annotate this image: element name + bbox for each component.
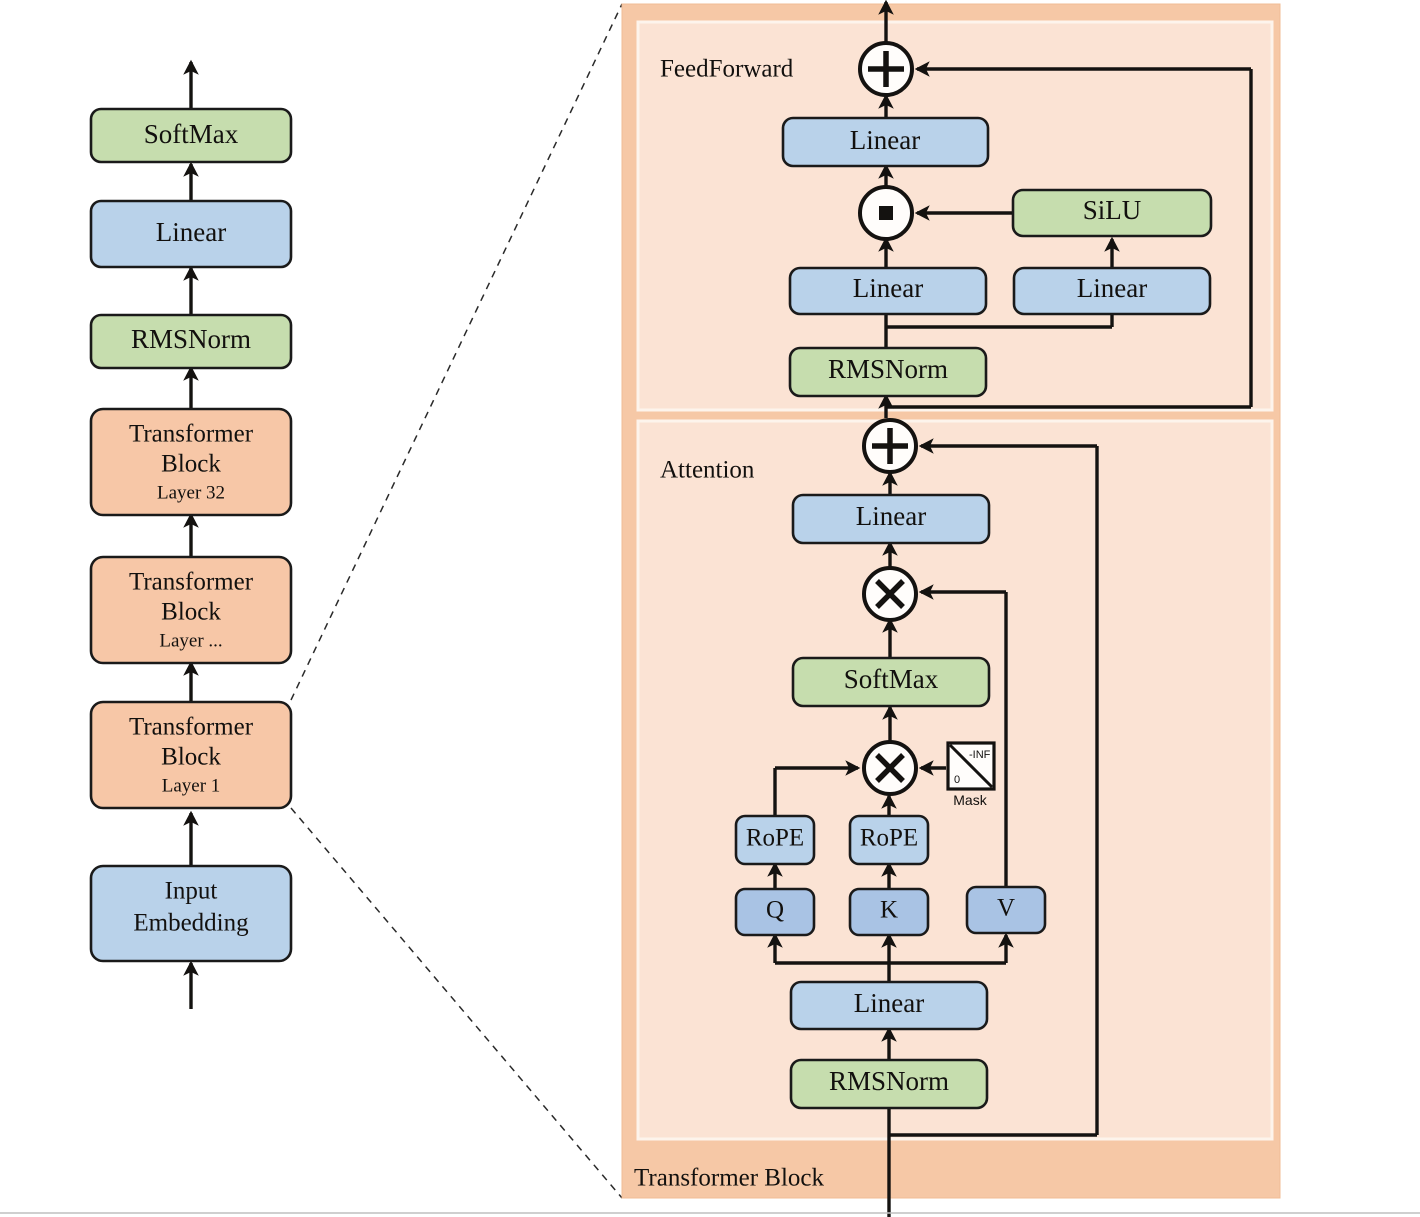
attn-linear-out[interactable]: Linear xyxy=(791,493,991,545)
detail-container-label: Transformer Block xyxy=(634,1165,825,1192)
node-label: RoPE xyxy=(860,825,918,852)
ff-rmsnorm[interactable]: RMSNorm xyxy=(788,346,988,398)
node-label: Linear xyxy=(850,125,920,155)
stack-node-rmsnorm[interactable]: RMSNorm xyxy=(89,313,293,370)
stack-node-label-line1: Transformer xyxy=(129,714,254,741)
attention-wires xyxy=(767,438,1099,1217)
attn-value[interactable]: V xyxy=(965,885,1047,935)
stack-node-label: SoftMax xyxy=(144,119,239,149)
stack-node-label-line1: Transformer xyxy=(129,569,254,596)
node-label: Linear xyxy=(856,501,926,531)
node-label: Linear xyxy=(1077,273,1147,303)
stack-node-transformer-block-dots[interactable]: Transformer Block Layer ... xyxy=(89,555,293,665)
attn-rmsnorm[interactable]: RMSNorm xyxy=(789,1058,989,1110)
stack-node-transformer-block-32[interactable]: Transformer Block Layer 32 xyxy=(89,407,293,517)
attn-key[interactable]: K xyxy=(848,887,930,937)
ff-op-multiply[interactable] xyxy=(858,185,914,241)
causal-mask-icon[interactable]: -INF 0 Mask xyxy=(946,741,996,808)
mask-lower-value: 0 xyxy=(954,774,960,786)
ff-linear-out[interactable]: Linear xyxy=(781,116,990,168)
transformer-block-detail-panel: Transformer Block FeedForward Attention xyxy=(621,0,1281,1217)
stack-node-sublabel: Layer ... xyxy=(159,630,222,651)
stack-node-sublabel: Layer 1 xyxy=(162,775,221,796)
mask-upper-value: -INF xyxy=(969,749,991,761)
ff-linear-gate[interactable]: Linear xyxy=(788,266,988,316)
model-overview-stack: SoftMax Linear RMSNorm Transformer Block… xyxy=(89,59,293,1009)
node-label: Linear xyxy=(854,988,924,1018)
attn-op-add[interactable] xyxy=(862,418,918,474)
stack-node-softmax[interactable]: SoftMax xyxy=(89,107,293,164)
stack-node-label-line2: Block xyxy=(161,451,221,478)
stack-node-label: RMSNorm xyxy=(131,324,251,354)
stack-node-label: Linear xyxy=(156,217,226,247)
node-label: K xyxy=(880,897,898,924)
stack-node-label-line1: Transformer xyxy=(129,421,254,448)
node-label: RMSNorm xyxy=(828,354,948,384)
attn-softmax[interactable]: SoftMax xyxy=(791,656,991,708)
ff-op-add[interactable] xyxy=(858,41,914,97)
node-label: V xyxy=(997,895,1015,922)
mask-caption: Mask xyxy=(953,792,987,808)
node-label: SoftMax xyxy=(844,664,939,694)
attn-rope-q[interactable]: RoPE xyxy=(734,814,816,866)
feedforward-section-label: FeedForward xyxy=(660,56,794,83)
stack-node-sublabel: Layer 32 xyxy=(157,482,225,503)
node-label: Linear xyxy=(853,273,923,303)
node-label: RMSNorm xyxy=(829,1066,949,1096)
attn-op-multiply-qk[interactable] xyxy=(862,740,918,796)
stack-node-label-line1: Input xyxy=(165,878,218,905)
ff-silu[interactable]: SiLU xyxy=(1011,188,1213,238)
node-label: SiLU xyxy=(1083,195,1142,225)
stack-node-linear[interactable]: Linear xyxy=(89,199,293,269)
stack-node-label-line2: Block xyxy=(161,744,221,771)
attn-query[interactable]: Q xyxy=(734,887,816,937)
stack-node-input-embedding[interactable]: Input Embedding xyxy=(89,864,293,963)
attention-section-label: Attention xyxy=(660,457,755,484)
attn-linear-in[interactable]: Linear xyxy=(789,980,989,1031)
stack-node-transformer-block-1[interactable]: Transformer Block Layer 1 xyxy=(89,700,293,810)
attn-op-multiply-value[interactable] xyxy=(862,566,918,622)
ff-linear-up[interactable]: Linear xyxy=(1012,266,1212,316)
attn-rope-k[interactable]: RoPE xyxy=(848,814,930,866)
node-label: Q xyxy=(766,897,784,924)
stack-node-label-line2: Embedding xyxy=(133,910,249,937)
stack-node-label-line2: Block xyxy=(161,599,221,626)
zoom-connector-lines xyxy=(290,3,623,1199)
node-label: RoPE xyxy=(746,825,804,852)
